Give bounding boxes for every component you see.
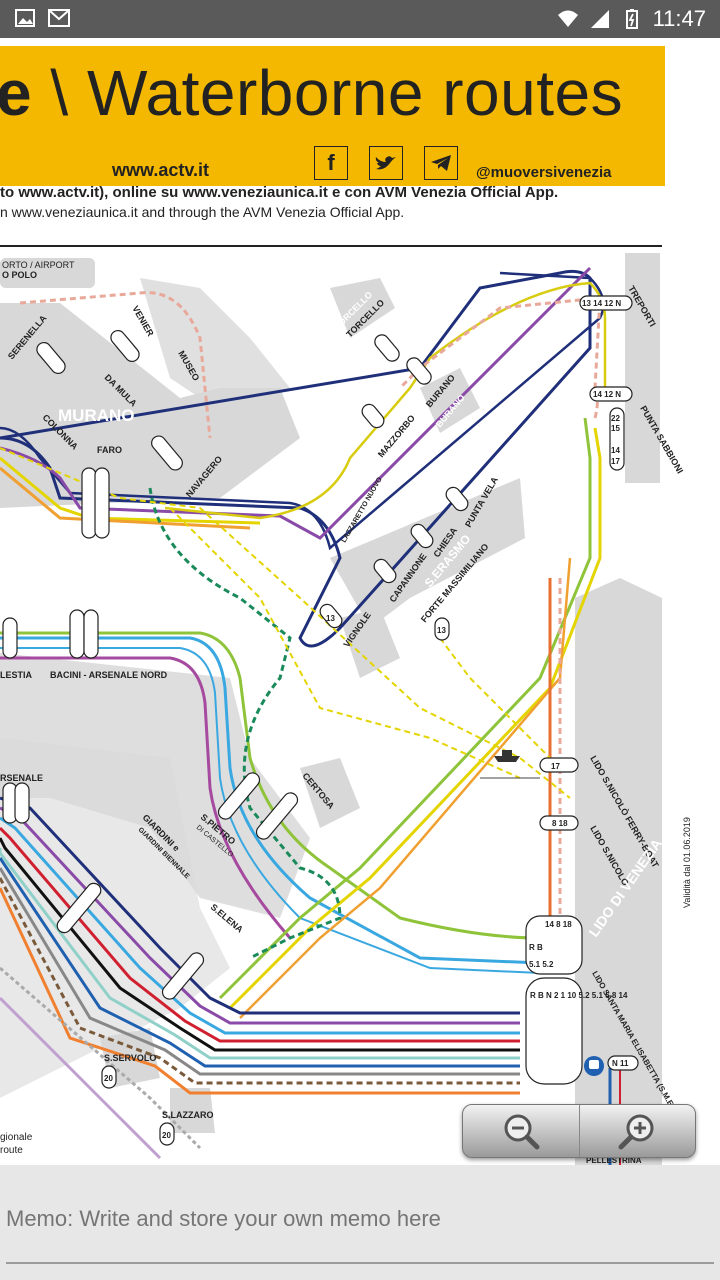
wifi-icon (557, 10, 578, 27)
airport-label: ORTO / AIRPORT (2, 260, 75, 270)
banner: e \ Waterborne routes www.actv.it f @muo… (0, 46, 665, 186)
lido-badge-top: 14 8 18 (545, 920, 572, 929)
faro-label: FARO (97, 445, 122, 455)
ps-badge-15: 15 (611, 424, 620, 433)
s-servolo-label: S.SERVOLO (104, 1053, 156, 1063)
lido-badge-818: 8 18 (552, 819, 568, 828)
memo-input[interactable] (6, 1202, 714, 1236)
gmail-icon (48, 9, 70, 27)
status-bar: 11:47 (0, 0, 720, 38)
land-areas (0, 253, 662, 1165)
ps-badge-17: 17 (611, 457, 620, 466)
forte-badge: 13 (437, 626, 446, 635)
info-line-2: n www.veneziaunica.it and through the AV… (0, 204, 405, 220)
divider (0, 245, 662, 247)
zoom-in-button[interactable] (578, 1105, 696, 1157)
marco-polo-label: O POLO (2, 270, 37, 280)
telegram-icon (424, 146, 458, 180)
ps-badge-14: 14 (611, 446, 620, 455)
lido-badge-17: 17 (551, 762, 560, 771)
validita-label: Validità dal 01.06.2019 (682, 817, 692, 908)
murano-label: MURANO (58, 406, 135, 425)
battery-icon (625, 9, 638, 29)
vignole-badge: 13 (326, 614, 335, 623)
zoom-controls (462, 1104, 696, 1158)
ferry-icon (494, 750, 520, 762)
image-icon (15, 9, 35, 27)
banner-url: www.actv.it (112, 160, 210, 180)
s-lazzaro-badge: 20 (162, 1131, 171, 1140)
regionale-label: gionale (0, 1132, 33, 1143)
map-image-view[interactable]: e \ Waterborne routes www.actv.it f @muo… (0, 38, 720, 1165)
ps-badge-22: 22 (611, 414, 620, 423)
bacini-label: BACINI - ARSENALE NORD (50, 670, 168, 680)
status-time: 11:47 (652, 6, 706, 31)
s-lazzaro-label: S.LAZZARO (162, 1110, 214, 1120)
punta-sabbioni-badge: 14 12 N (593, 390, 621, 399)
s-servolo-badge: 20 (104, 1074, 113, 1083)
lido-badge-rb: R B (529, 943, 543, 952)
pellestrina-label: PELLESTRINA (586, 1156, 642, 1165)
banner-title-prefix: e (0, 57, 33, 129)
facebook-icon: f (314, 146, 348, 180)
zoom-in-icon (618, 1114, 654, 1150)
route-map: ORTO / AIRPORT O POLO (0, 253, 692, 1165)
celestia-label: LESTIA (0, 670, 33, 680)
zoom-out-icon (504, 1114, 540, 1150)
n11-badge: N 11 (612, 1059, 629, 1068)
lido-sme-badge: R B N 2 1 10 5.2 5.1 6 8 14 (530, 991, 628, 1000)
route-lines (0, 266, 621, 1165)
info-line-1: to www.actv.it), online su www.veneziaun… (0, 184, 559, 201)
zoom-out-button[interactable] (463, 1105, 579, 1157)
banner-title-text: \ Waterborne routes (50, 57, 624, 129)
signal-icon (590, 10, 609, 28)
arsenale-label: RSENALE (0, 773, 43, 783)
memo-underline (6, 1262, 714, 1264)
banner-title: e \ Waterborne routes (0, 56, 623, 130)
lido-badge-51: 5.1 5.2 (529, 960, 554, 969)
route-legend-label: route (0, 1145, 23, 1156)
treporti-badge: 13 14 12 N (582, 299, 621, 308)
stop-pills (2, 295, 639, 1146)
banner-handle: @muoversivenezia (476, 164, 612, 181)
twitter-icon (369, 146, 403, 180)
